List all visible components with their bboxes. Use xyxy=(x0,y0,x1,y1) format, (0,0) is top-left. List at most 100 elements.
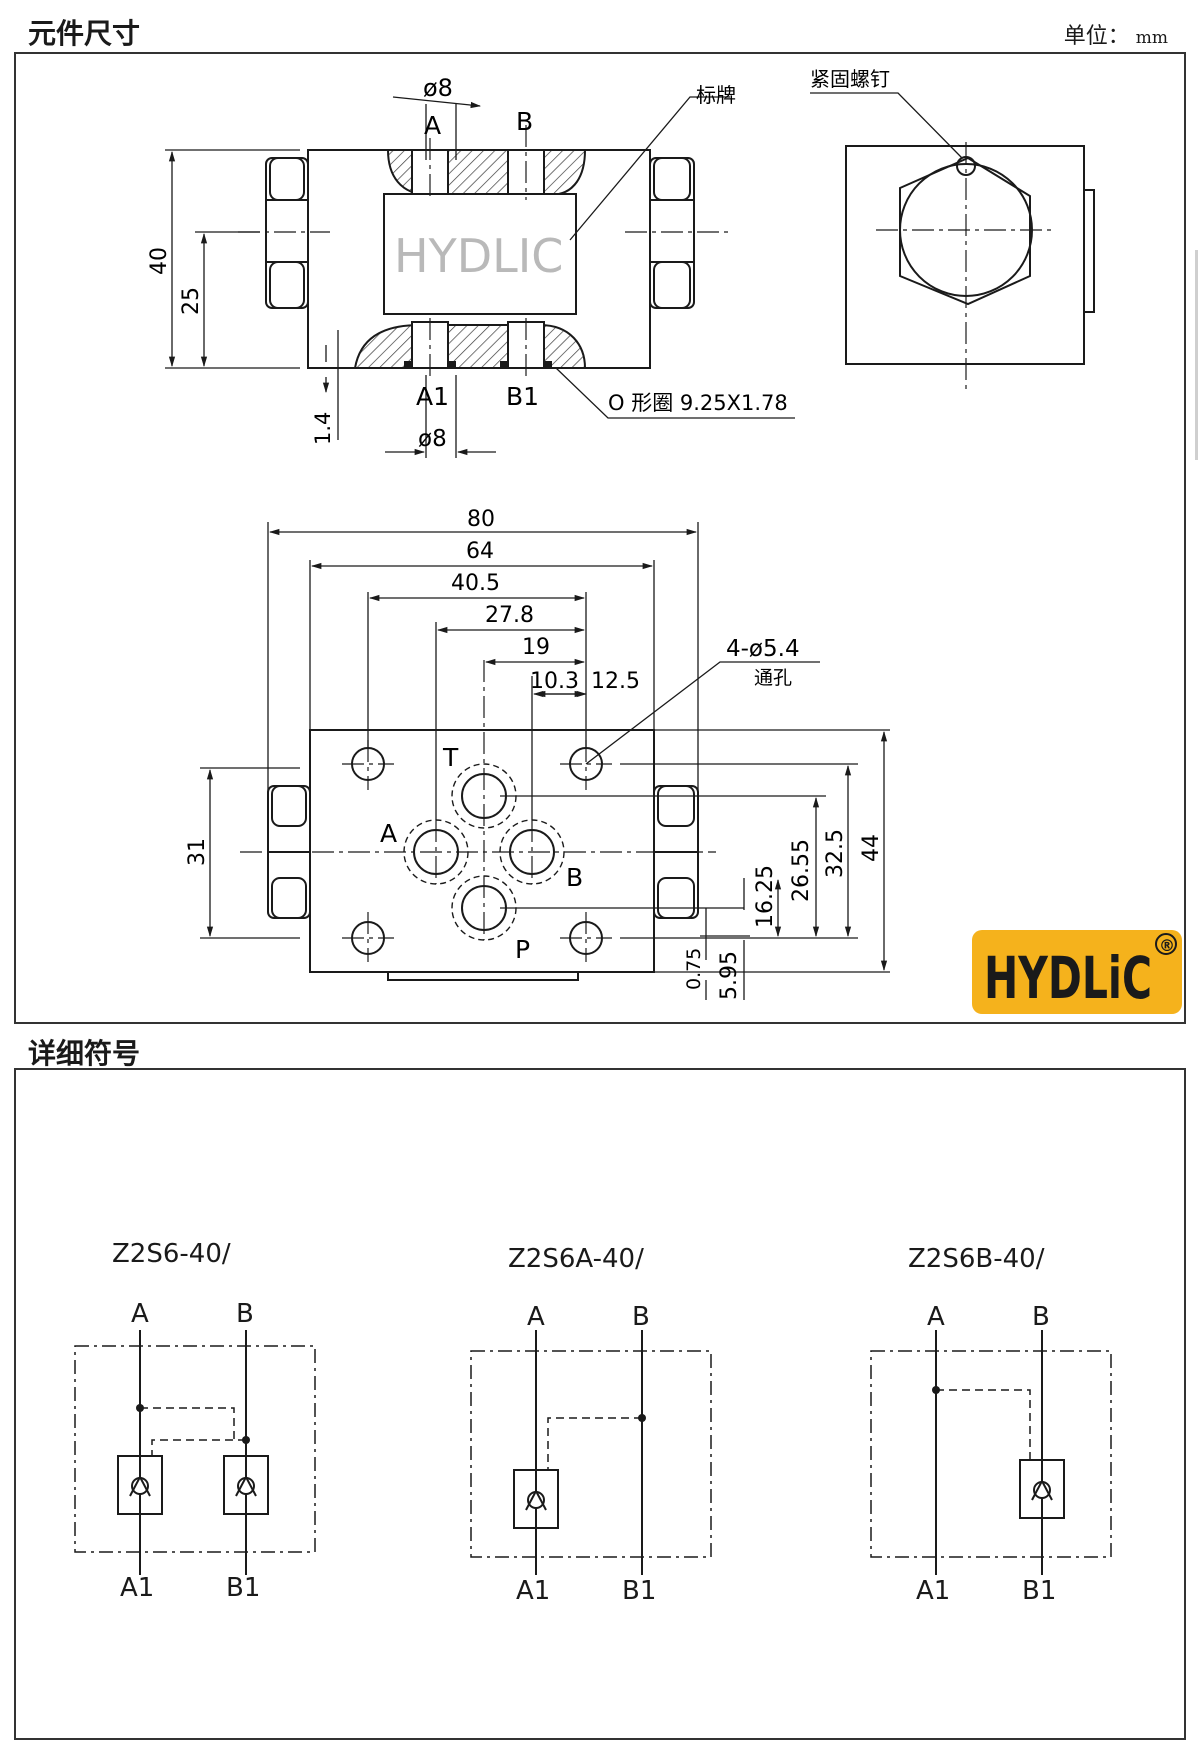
plan-port-t: T xyxy=(442,743,459,772)
screw-leader xyxy=(810,92,963,159)
dim-12-5: 12.5 xyxy=(591,669,640,694)
pilot-line-b xyxy=(151,1439,246,1456)
symbol-bot-a1: A1 xyxy=(916,1576,950,1606)
watermark-text: HYDLIC xyxy=(394,229,563,283)
hex-outline xyxy=(899,156,1031,306)
symbol-top-b: B xyxy=(1032,1302,1050,1332)
port-a-top: A xyxy=(424,111,441,140)
dim-26-55: 26.55 xyxy=(789,839,814,902)
check-valve-box xyxy=(117,1455,163,1515)
o-ring-marks xyxy=(404,361,552,368)
check-valve-seat xyxy=(235,1474,257,1497)
check-valve-box xyxy=(223,1455,269,1515)
side-tab xyxy=(1083,189,1095,313)
logo-text: HYDLiC xyxy=(984,944,1152,1012)
check-valve-seat xyxy=(129,1474,151,1497)
right-hex-nut xyxy=(649,157,695,309)
hydlic-logo: HYDLiC ® xyxy=(972,930,1182,1014)
screw-label: 紧固螺钉 xyxy=(810,67,890,91)
symbol-boundary xyxy=(470,1350,712,1558)
symbol-top-b: B xyxy=(236,1299,254,1329)
dim-19: 19 xyxy=(522,635,550,660)
dim-27-8: 27.8 xyxy=(485,603,534,628)
symbol-bot-b1: B1 xyxy=(622,1576,656,1606)
symbol-top-b: B xyxy=(632,1302,650,1332)
nameplate-leader xyxy=(569,96,730,241)
plan-dimension-lines xyxy=(200,522,890,1000)
symbol-bot-a1: A1 xyxy=(120,1573,154,1603)
check-valve-seat xyxy=(525,1488,547,1511)
plan-port-p: P xyxy=(515,935,530,964)
holes-note: 4-ø5.4 xyxy=(726,636,800,662)
plan-dim-labels: 80 64 40.5 27.8 19 10.3 12.5 31 44 32.5 … xyxy=(185,507,884,1000)
symbol-top-a: A xyxy=(527,1302,545,1332)
dia-bottom: ø8 xyxy=(418,426,447,452)
pilot-line-a xyxy=(140,1407,235,1440)
port-b1: B1 xyxy=(506,382,539,411)
unit-label: 单位：mm xyxy=(1064,18,1168,50)
symbol-bot-b1: B1 xyxy=(1022,1576,1056,1606)
dim-1-4: 1.4 xyxy=(311,412,335,445)
hydraulic-symbols: Z2S6-40/A B A1 B1 Z2S6A-40/A B A1 B1 Z2S6B-40/A B… xyxy=(74,1239,1112,1606)
dim-25: 25 xyxy=(179,287,204,315)
dim-44: 44 xyxy=(859,834,884,862)
dim-31: 31 xyxy=(185,838,210,866)
dim-40-5: 40.5 xyxy=(451,571,500,596)
top-section-view xyxy=(238,125,730,380)
symbol-top-a: A xyxy=(927,1302,945,1332)
dim-32-5: 32.5 xyxy=(823,829,848,878)
nameplate-label: 标牌 xyxy=(696,83,736,107)
port-b-top: B xyxy=(516,107,533,136)
unit-label-text: 单位： xyxy=(1063,24,1130,49)
left-hex-nut xyxy=(265,157,309,309)
symbol-model: Z2S6A-40/ xyxy=(508,1244,644,1274)
check-valve-seat xyxy=(1031,1478,1053,1501)
symbol-top-a: A xyxy=(131,1299,149,1329)
dim-64: 64 xyxy=(466,539,494,564)
symbol-bot-b1: B1 xyxy=(226,1573,260,1603)
junction-dot xyxy=(136,1404,144,1412)
symbol-1: Z2S6-40/A B A1 B1 xyxy=(74,1239,316,1603)
dia-top: ø8 xyxy=(423,74,453,102)
pilot-line xyxy=(936,1389,1031,1460)
logo-mark: ® xyxy=(1159,936,1175,955)
check-valve-box xyxy=(1019,1459,1065,1519)
dim-5-95: 5.95 xyxy=(717,951,742,1000)
symbol-bot-a1: A1 xyxy=(516,1576,550,1606)
pilot-line xyxy=(547,1417,642,1470)
plan-port-b: B xyxy=(566,863,583,892)
port-a1: A1 xyxy=(416,382,449,411)
nameplate-rect xyxy=(383,193,577,315)
symbol-2: Z2S6A-40/A B A1 B1 xyxy=(470,1244,712,1606)
symbol-boundary xyxy=(870,1350,1112,1558)
dim-16-25: 16.25 xyxy=(753,865,778,928)
mounting-holes xyxy=(351,747,603,955)
symbol-boundary xyxy=(74,1345,316,1553)
oring-label: O 形圈 9.25X1.78 xyxy=(608,391,788,415)
junction-dot xyxy=(932,1386,940,1394)
plan-port-labels: T A B P xyxy=(380,743,583,964)
junction-dot xyxy=(638,1414,646,1422)
plan-view xyxy=(240,660,716,981)
dimensions-title: 元件尺寸 xyxy=(28,17,141,50)
symbol-3: Z2S6B-40/A B A1 B1 xyxy=(870,1244,1112,1606)
plan-port-a: A xyxy=(380,819,397,848)
check-valve-box xyxy=(513,1469,559,1529)
side-body xyxy=(845,145,1085,365)
symbol-model: Z2S6B-40/ xyxy=(908,1244,1045,1274)
oring-leader xyxy=(555,367,795,419)
dim-0-75: 0.75 xyxy=(683,948,705,990)
symbols-header: 详细符号 xyxy=(14,1022,1186,1070)
junction-dot xyxy=(242,1436,250,1444)
symbols-title: 详细符号 xyxy=(28,1037,141,1070)
symbol-model: Z2S6-40/ xyxy=(112,1239,231,1269)
holes-sub: 通孔 xyxy=(754,667,792,689)
side-view xyxy=(810,92,1095,390)
dim-80: 80 xyxy=(467,507,495,532)
dimensions-header: 元件尺寸 单位：mm xyxy=(14,4,1186,54)
scroll-edge xyxy=(1195,250,1198,460)
unit-value: mm xyxy=(1135,28,1168,48)
dim-40: 40 xyxy=(147,247,172,275)
dim-10-3: 10.3 xyxy=(530,669,579,694)
